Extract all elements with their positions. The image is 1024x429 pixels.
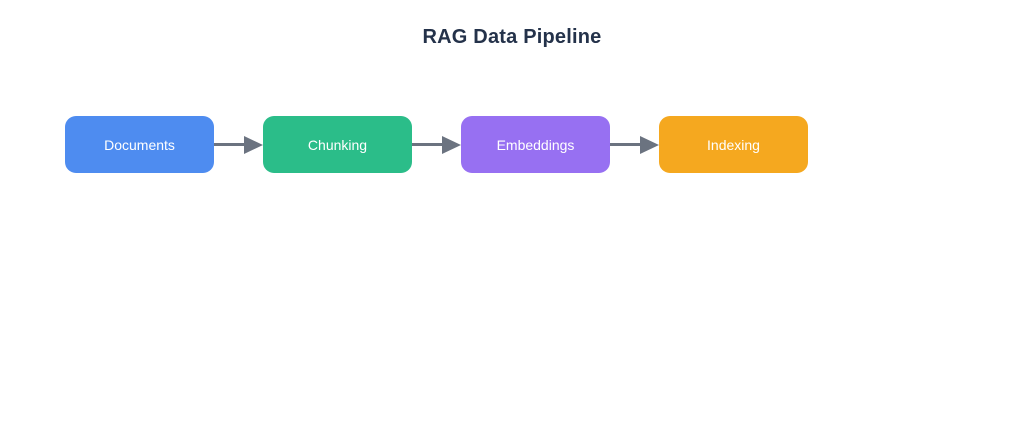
flow-node-chunking: Chunking	[263, 116, 412, 173]
pipeline-flowchart: Documents Chunking Embeddings Indexing	[65, 116, 808, 173]
flow-node-indexing: Indexing	[659, 116, 808, 173]
flow-node-label: Embeddings	[496, 136, 575, 153]
arrow-right-icon	[244, 135, 263, 154]
arrow-line	[610, 143, 640, 146]
arrow-line	[412, 143, 442, 146]
flow-node-embeddings: Embeddings	[461, 116, 610, 173]
connector-arrow	[412, 116, 461, 173]
connector-arrow	[610, 116, 659, 173]
flow-node-label: Documents	[104, 136, 175, 153]
flow-node-documents: Documents	[65, 116, 214, 173]
flow-node-label: Chunking	[307, 136, 368, 153]
flow-node-label: Indexing	[707, 136, 760, 153]
arrow-right-icon	[640, 135, 659, 154]
connector-arrow	[214, 116, 263, 173]
arrow-line	[214, 143, 244, 146]
page-title: RAG Data Pipeline	[422, 26, 602, 48]
arrow-right-icon	[442, 135, 461, 154]
